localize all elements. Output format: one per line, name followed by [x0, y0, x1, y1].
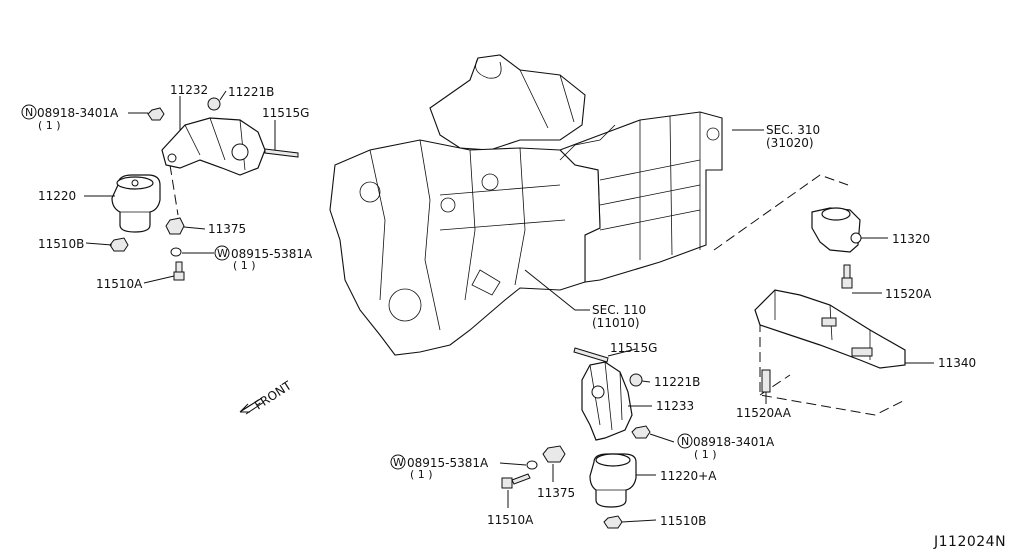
label-washer-upper: 08915-5381A	[231, 247, 313, 261]
front-label: FRONT	[252, 378, 295, 412]
label-stud-upper: 11515G	[262, 106, 309, 120]
nut-n-symbol-upper	[21, 104, 37, 120]
label-sec110: SEC. 110	[592, 303, 646, 317]
label-bracket-11232: 11232	[170, 83, 208, 97]
label-nut-n-qty-lower: ( 1 )	[694, 448, 717, 461]
label-crossmember-11340: 11340	[938, 356, 976, 370]
label-bolt-lower: 11510A	[487, 513, 534, 527]
label-sec310: SEC. 310	[766, 123, 820, 137]
label-nut-b-lower: 11510B	[660, 514, 706, 528]
label-nut-n-upper: 08918-3401A	[37, 106, 119, 120]
label-washer-qty-upper: ( 1 )	[233, 259, 256, 272]
label-mount-11220: 11220	[38, 189, 76, 203]
crossmember-group	[754, 289, 934, 404]
label-nut-11375-upper: 11375	[208, 222, 246, 236]
label-nut-11375-lower: 11375	[537, 486, 575, 500]
label-bolt-11520a: 11520A	[885, 287, 932, 301]
label-stud-lower: 11515G	[610, 341, 657, 355]
label-nut-n-qty-upper: ( 1 )	[38, 119, 61, 132]
label-cap-nut-upper: 11221B	[228, 85, 274, 99]
nut-n-symbol-lower	[677, 433, 693, 449]
label-bolt-11520aa: 11520AA	[736, 406, 792, 420]
lower-center-mount-group	[499, 347, 675, 529]
nut-n-symbol-letter-upper: N	[25, 106, 33, 119]
washer-w-symbol-letter-lower: W	[393, 456, 404, 469]
label-nut-b-upper: 11510B	[38, 237, 84, 251]
upper-left-dash-leader	[169, 164, 179, 216]
label-bolt-upper: 11510A	[96, 277, 143, 291]
label-sec110-code: (11010)	[592, 316, 640, 330]
label-bracket-11233: 11233	[656, 399, 694, 413]
rear-mount-group	[811, 207, 888, 294]
washer-w-symbol-letter-upper: W	[217, 247, 228, 260]
label-washer-qty-lower: ( 1 )	[410, 468, 433, 481]
label-rear-mount-11320: 11320	[892, 232, 930, 246]
label-washer-lower: 08915-5381A	[407, 456, 489, 470]
label-sec310-code: (31020)	[766, 136, 814, 150]
washer-w-symbol-lower	[390, 454, 406, 470]
diagram-code: J112024N	[933, 534, 1006, 550]
nut-n-symbol-letter-lower: N	[681, 435, 689, 448]
label-nut-n-lower: 08918-3401A	[693, 435, 775, 449]
label-cap-nut-lower: 11221B	[654, 375, 700, 389]
front-direction-arrow	[239, 397, 265, 415]
upper-left-mount-group	[84, 90, 299, 284]
engine-transmission-assembly	[329, 54, 723, 356]
washer-w-symbol-upper	[214, 245, 230, 261]
label-mount-11220a: 11220+A	[660, 469, 717, 483]
rear-mount-dash-leader	[713, 174, 849, 251]
sec110-leader	[524, 269, 590, 311]
